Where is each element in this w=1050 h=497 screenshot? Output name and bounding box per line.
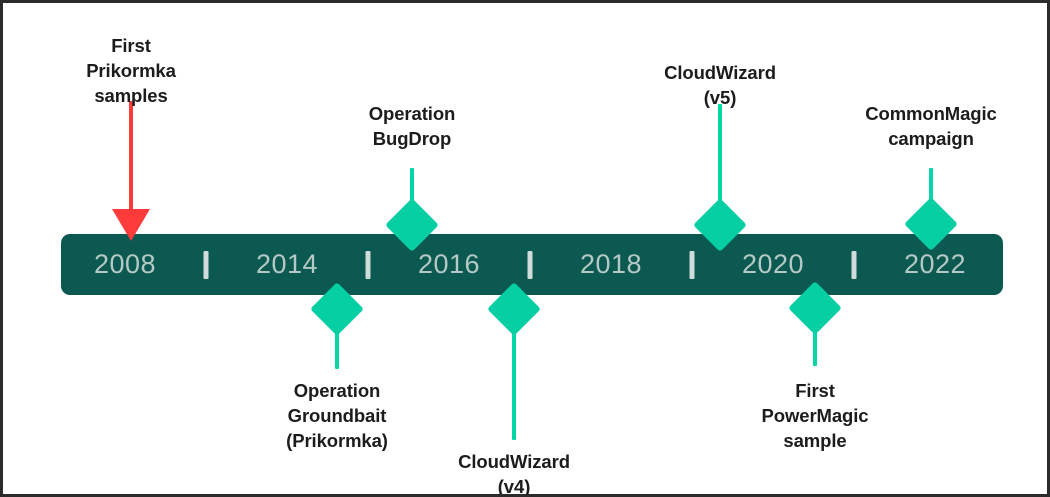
timeline-stage: 2008 2014 2016 2018 2020 2022 First Prikormka… (3, 3, 1047, 494)
event-stem (718, 104, 722, 225)
timeline-year-2022: 2022 (903, 249, 967, 279)
arrow-shaft (129, 101, 133, 211)
timeline-year-2018: 2018 (579, 249, 643, 279)
event-label: CloudWizard (v5) (664, 62, 776, 108)
event-stem (929, 168, 933, 224)
timeline-tick (527, 251, 533, 279)
timeline-tick (203, 251, 209, 279)
event-label: CloudWizard (v4) (458, 451, 570, 497)
timeline-tick (365, 251, 371, 279)
timeline-year-2008: 2008 (93, 249, 157, 279)
timeline-year-2016: 2016 (417, 249, 481, 279)
event-label: First PowerMagic sample (761, 380, 869, 451)
event-label: CommonMagic campaign (865, 103, 997, 149)
event-stem (813, 308, 817, 366)
event-label: First Prikormka samples (86, 35, 176, 106)
arrow-down-icon (112, 209, 150, 241)
timeline-year-2020: 2020 (741, 249, 805, 279)
timeline-year-2014: 2014 (255, 249, 319, 279)
event-stem (512, 309, 516, 440)
event-stem (410, 168, 414, 225)
event-stem (335, 309, 339, 369)
event-label: Operation BugDrop (368, 103, 456, 149)
event-label: Operation Groundbait (Prikormka) (286, 380, 388, 451)
timeline-tick (689, 251, 695, 279)
timeline-tick (851, 251, 857, 279)
